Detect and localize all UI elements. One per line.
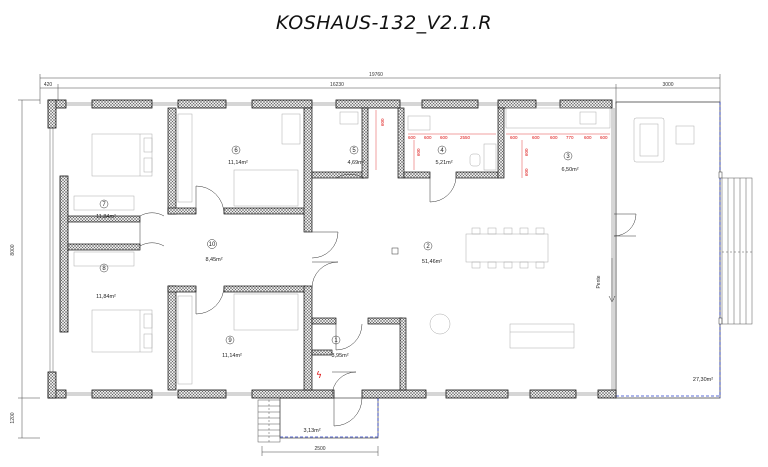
room-9-number: 9 [228, 338, 232, 344]
room-5-number: 5 [352, 148, 356, 154]
inner-dim-11: 600 [380, 118, 385, 126]
dim-main-width: 16230 [330, 82, 344, 88]
dim-height: 8000 [10, 244, 16, 255]
room-3-area: 6,50m² [561, 167, 578, 173]
room-7-area: 11,84m² [96, 214, 116, 220]
dim-porch-width: 2500 [314, 446, 325, 452]
room-5-area: 4,69m² [347, 160, 364, 166]
electric-panel-icon: ϟ [316, 371, 322, 381]
inner-dim-7: 600 [550, 135, 558, 140]
terrace-slope-label: Pente [596, 275, 602, 288]
room-2-number: 2 [426, 244, 430, 250]
inner-dim-8: 770 [566, 135, 574, 140]
dim-left-offset: 420 [44, 82, 53, 88]
inner-dim-14: 600 [524, 168, 529, 176]
inner-dim-3: 600 [440, 135, 448, 140]
room-6-number: 6 [234, 148, 238, 154]
terrace: Pente 27,30m² [596, 101, 753, 399]
room-7-number: 7 [102, 202, 106, 208]
room-10-area: 8,45m² [205, 257, 222, 263]
plan-title: KOSHAUS-132_V2.1.R [275, 12, 493, 34]
inner-dim-12: 600 [416, 148, 421, 156]
exterior-walls [47, 99, 617, 399]
inner-dim-5: 600 [510, 135, 518, 140]
inner-dim-2: 600 [424, 135, 432, 140]
room-8-area: 11,84m² [96, 294, 116, 300]
inner-dim-4: 2550 [460, 135, 471, 140]
inner-dim-13: 600 [524, 148, 529, 156]
room-10-number: 10 [209, 242, 216, 248]
dim-terrace-width: 3000 [662, 82, 673, 88]
interior-walls [67, 107, 505, 391]
room-2-area: 51,46m² [422, 259, 442, 265]
room-4-area: 5,21m² [435, 160, 452, 166]
room-6-area: 11,14m² [228, 160, 248, 166]
inner-dim-6: 600 [532, 135, 540, 140]
room-9-area: 11,14m² [222, 353, 242, 359]
dimension-lines [18, 74, 721, 456]
inner-dim-9: 600 [584, 135, 592, 140]
dim-total-width: 19760 [369, 72, 383, 78]
inner-dimension-marks [375, 110, 610, 178]
room-1-number: 1 [334, 338, 338, 344]
room-1-area: 3,95m² [331, 353, 348, 359]
inner-dim-10: 600 [600, 135, 608, 140]
windows [49, 102, 615, 396]
room-labels [99, 145, 573, 345]
doors [139, 174, 637, 397]
furniture [73, 107, 611, 385]
dim-porch-offset: 1200 [10, 412, 16, 423]
terrace-area: 27,30m² [693, 377, 713, 383]
room-8-number: 8 [102, 266, 106, 272]
room-4-number: 4 [440, 148, 444, 154]
inner-dim-1: 600 [408, 135, 416, 140]
room-3-number: 3 [566, 154, 570, 160]
porch: 3,13m² [257, 397, 379, 443]
porch-area: 3,13m² [303, 428, 320, 434]
